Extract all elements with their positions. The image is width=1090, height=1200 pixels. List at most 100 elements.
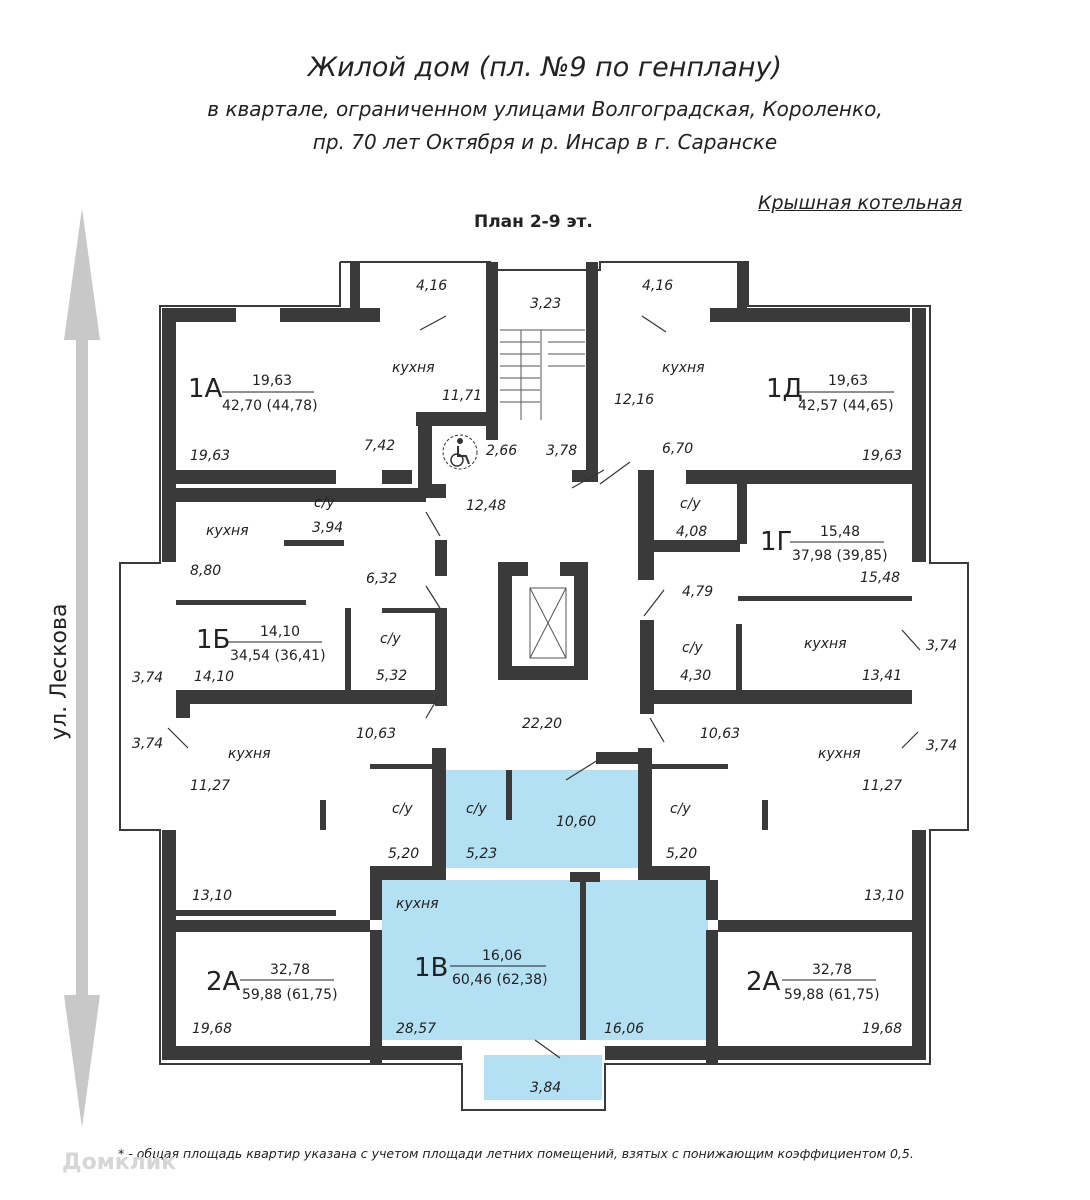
svg-text:1Г: 1Г	[760, 527, 792, 557]
svg-text:3,94: 3,94	[312, 520, 343, 536]
svg-text:10,63: 10,63	[700, 726, 740, 742]
svg-text:42,70 (44,78): 42,70 (44,78)	[222, 398, 318, 414]
svg-text:2,66: 2,66	[486, 443, 517, 459]
footnote: * - общая площадь квартир указана с учет…	[118, 1146, 914, 1161]
plan-title: План 2-9 эт.	[474, 212, 593, 232]
svg-text:1А: 1А	[188, 374, 223, 404]
street-arrow	[64, 208, 100, 1128]
staircase	[500, 329, 585, 420]
svg-text:19,63: 19,63	[252, 373, 292, 389]
svg-text:42,57 (44,65): 42,57 (44,65)	[798, 398, 894, 414]
outer-walls	[119, 261, 969, 1111]
svg-text:19,68: 19,68	[192, 1021, 232, 1037]
room-labels: кухня кухня кухня кухня кухня кухня кухн…	[206, 360, 861, 912]
svg-text:6,70: 6,70	[662, 441, 693, 457]
subtitle-line-1: в квартале, ограниченном улицами Волгогр…	[207, 97, 883, 121]
svg-text:с/у: с/у	[466, 801, 487, 817]
area-values: 4,16 4,16 3,23 11,71 12,16 7,42 2,66 3,7…	[132, 278, 957, 1096]
svg-text:3,78: 3,78	[546, 443, 577, 459]
svg-text:с/у: с/у	[380, 631, 401, 647]
svg-text:кухня: кухня	[392, 360, 435, 376]
apartment-1V-label[interactable]: 1В 16,06 60,46 (62,38)	[414, 948, 548, 988]
svg-text:11,71: 11,71	[442, 388, 482, 404]
svg-text:1Б: 1Б	[196, 625, 230, 655]
svg-text:кухня: кухня	[206, 523, 249, 539]
svg-text:с/у: с/у	[682, 640, 703, 656]
svg-text:19,68: 19,68	[862, 1021, 902, 1037]
svg-text:2А: 2А	[206, 967, 241, 997]
svg-text:5,20: 5,20	[666, 846, 697, 862]
street-label: ул. Лескова	[47, 604, 72, 740]
subtitle-line-2: пр. 70 лет Октября и р. Инсар в г. Саран…	[312, 130, 778, 154]
svg-text:с/у: с/у	[314, 495, 335, 511]
apartment-1V-highlight[interactable]	[382, 770, 708, 1100]
svg-text:16,06: 16,06	[482, 948, 522, 964]
svg-text:3,23: 3,23	[530, 296, 561, 312]
svg-text:28,57: 28,57	[396, 1021, 436, 1037]
svg-text:34,54 (36,41): 34,54 (36,41)	[230, 648, 326, 664]
svg-text:60,46 (62,38): 60,46 (62,38)	[452, 972, 548, 988]
apartment-1G-label[interactable]: 1Г 15,48 37,98 (39,85)	[760, 524, 888, 564]
svg-text:59,88 (61,75): 59,88 (61,75)	[242, 987, 338, 1003]
svg-text:2А: 2А	[746, 967, 781, 997]
svg-text:14,10: 14,10	[194, 669, 234, 685]
svg-text:3,74: 3,74	[132, 670, 163, 686]
svg-text:4,16: 4,16	[416, 278, 447, 294]
svg-text:кухня: кухня	[228, 746, 271, 762]
svg-text:19,63: 19,63	[828, 373, 868, 389]
svg-text:15,48: 15,48	[860, 570, 900, 586]
svg-text:5,23: 5,23	[466, 846, 497, 862]
svg-text:6,32: 6,32	[366, 571, 397, 587]
svg-text:14,10: 14,10	[260, 624, 300, 640]
svg-text:19,63: 19,63	[862, 448, 902, 464]
svg-text:кухня: кухня	[396, 896, 439, 912]
svg-text:12,16: 12,16	[614, 392, 654, 408]
svg-text:12,48: 12,48	[466, 498, 506, 514]
elevator-icon	[529, 587, 567, 659]
svg-text:5,20: 5,20	[388, 846, 419, 862]
svg-text:37,98 (39,85): 37,98 (39,85)	[792, 548, 888, 564]
svg-text:16,06: 16,06	[604, 1021, 644, 1037]
page-title: Жилой дом (пл. №9 по генплану)	[308, 52, 782, 83]
svg-text:кухня: кухня	[818, 746, 861, 762]
svg-text:7,42: 7,42	[364, 438, 395, 454]
svg-text:10,60: 10,60	[556, 814, 596, 830]
apartment-2A-left-label[interactable]: 2А 32,78 59,88 (61,75)	[206, 962, 338, 1003]
roof-boiler-label: Крышная котельная	[758, 192, 963, 214]
svg-text:с/у: с/у	[670, 801, 691, 817]
svg-text:19,63: 19,63	[190, 448, 230, 464]
svg-text:32,78: 32,78	[812, 962, 852, 978]
door-swings	[167, 315, 921, 1059]
svg-text:8,80: 8,80	[190, 563, 221, 579]
svg-text:3,74: 3,74	[132, 736, 163, 752]
apartment-1A-label[interactable]: 1А 19,63 42,70 (44,78)	[188, 373, 318, 414]
svg-text:3,74: 3,74	[926, 638, 957, 654]
apartment-1D-label[interactable]: 1Д 19,63 42,57 (44,65)	[766, 373, 894, 414]
svg-text:с/у: с/у	[392, 801, 413, 817]
svg-text:4,79: 4,79	[682, 584, 713, 600]
apartment-2A-right-label[interactable]: 2А 32,78 59,88 (61,75)	[746, 962, 880, 1003]
svg-text:15,48: 15,48	[820, 524, 860, 540]
svg-text:22,20: 22,20	[522, 716, 562, 732]
apartment-1B-label[interactable]: 1Б 14,10 34,54 (36,41)	[196, 624, 326, 664]
svg-text:4,30: 4,30	[680, 668, 711, 684]
svg-text:32,78: 32,78	[270, 962, 310, 978]
svg-text:59,88 (61,75): 59,88 (61,75)	[784, 987, 880, 1003]
svg-text:4,08: 4,08	[676, 524, 707, 540]
svg-text:1В: 1В	[414, 953, 448, 983]
svg-text:с/у: с/у	[680, 496, 701, 512]
wheelchair-icon	[442, 434, 478, 470]
watermark: Домклик	[62, 1150, 177, 1175]
svg-text:11,27: 11,27	[190, 778, 230, 794]
svg-text:10,63: 10,63	[356, 726, 396, 742]
svg-text:5,32: 5,32	[376, 668, 407, 684]
svg-text:13,41: 13,41	[862, 668, 902, 684]
svg-text:3,84: 3,84	[530, 1080, 561, 1096]
interior-walls	[162, 262, 926, 1064]
svg-text:кухня: кухня	[662, 360, 705, 376]
svg-text:3,74: 3,74	[926, 738, 957, 754]
svg-text:13,10: 13,10	[192, 888, 232, 904]
svg-text:кухня: кухня	[804, 636, 847, 652]
svg-text:1Д: 1Д	[766, 374, 803, 404]
